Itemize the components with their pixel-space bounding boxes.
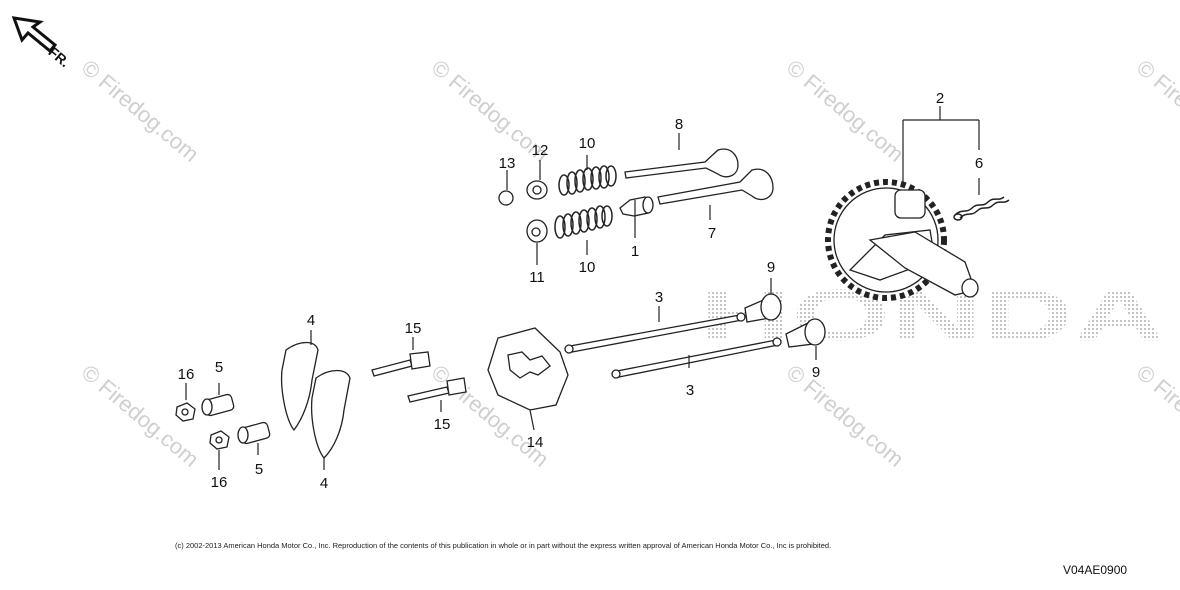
callout-label: 10 (579, 259, 596, 276)
copyright-notice: (c) 2002-2013 American Honda Motor Co., … (175, 541, 832, 550)
pivot-bolts (371, 351, 467, 403)
callout-label: 8 (675, 116, 683, 133)
callout-label: 15 (434, 416, 451, 433)
callout-label: 13 (499, 155, 516, 172)
callout-label: 4 (320, 475, 328, 492)
valve-cotter (498, 190, 514, 206)
callout-label: 5 (215, 359, 223, 376)
callout-label: 5 (255, 461, 263, 478)
rocker-arm (280, 341, 319, 432)
intake-valve (657, 168, 774, 205)
callout-label: 12 (532, 142, 549, 159)
callout-label: 7 (708, 225, 716, 242)
callout-label: 14 (527, 434, 544, 451)
spring-retainer (532, 185, 542, 195)
callout-label: 6 (975, 155, 983, 172)
watermarks: © Firedog.com © Firedog.com © Firedog.co… (77, 55, 1180, 472)
leader-lines (185, 106, 980, 470)
callout-label: 15 (405, 320, 422, 337)
callouts: 1 2 3 3 4 4 5 5 6 7 8 9 9 10 10 11 12 13… (178, 90, 984, 492)
push-rods (564, 312, 782, 379)
tappets (744, 293, 826, 348)
push-rod-guide-plate (507, 351, 551, 379)
callout-label: 4 (307, 312, 315, 329)
callout-label: 9 (767, 259, 775, 276)
watermark: © Firedog.com (77, 55, 204, 167)
spring-retainer (531, 227, 541, 237)
diagram-code: V04AE0900 (1063, 563, 1128, 577)
watermark: © Firedog.com (1132, 55, 1180, 167)
callout-label: 3 (655, 289, 663, 306)
hardware (175, 393, 271, 450)
callout-label: 16 (178, 366, 195, 383)
valve-spring (554, 205, 613, 239)
watermark: © Firedog.com (782, 360, 909, 472)
camshaft-assembly (825, 179, 1010, 301)
watermark: © Firedog.com (782, 55, 909, 167)
valve-stem-seal (642, 196, 654, 214)
rocker-arm (310, 369, 351, 459)
exhaust-valve (624, 148, 739, 179)
valve-assembly (498, 148, 774, 243)
callout-label: 1 (631, 243, 639, 260)
callout-label: 3 (686, 382, 694, 399)
callout-label: 9 (812, 364, 820, 381)
front-direction-arrow-icon (11, 16, 58, 54)
callout-label: 16 (211, 474, 228, 491)
valve-spring (558, 165, 617, 196)
callout-label: 11 (529, 269, 545, 286)
callout-label: 10 (579, 135, 596, 152)
watermark: © Firedog.com (1132, 360, 1180, 472)
callout-label: 2 (936, 90, 944, 107)
